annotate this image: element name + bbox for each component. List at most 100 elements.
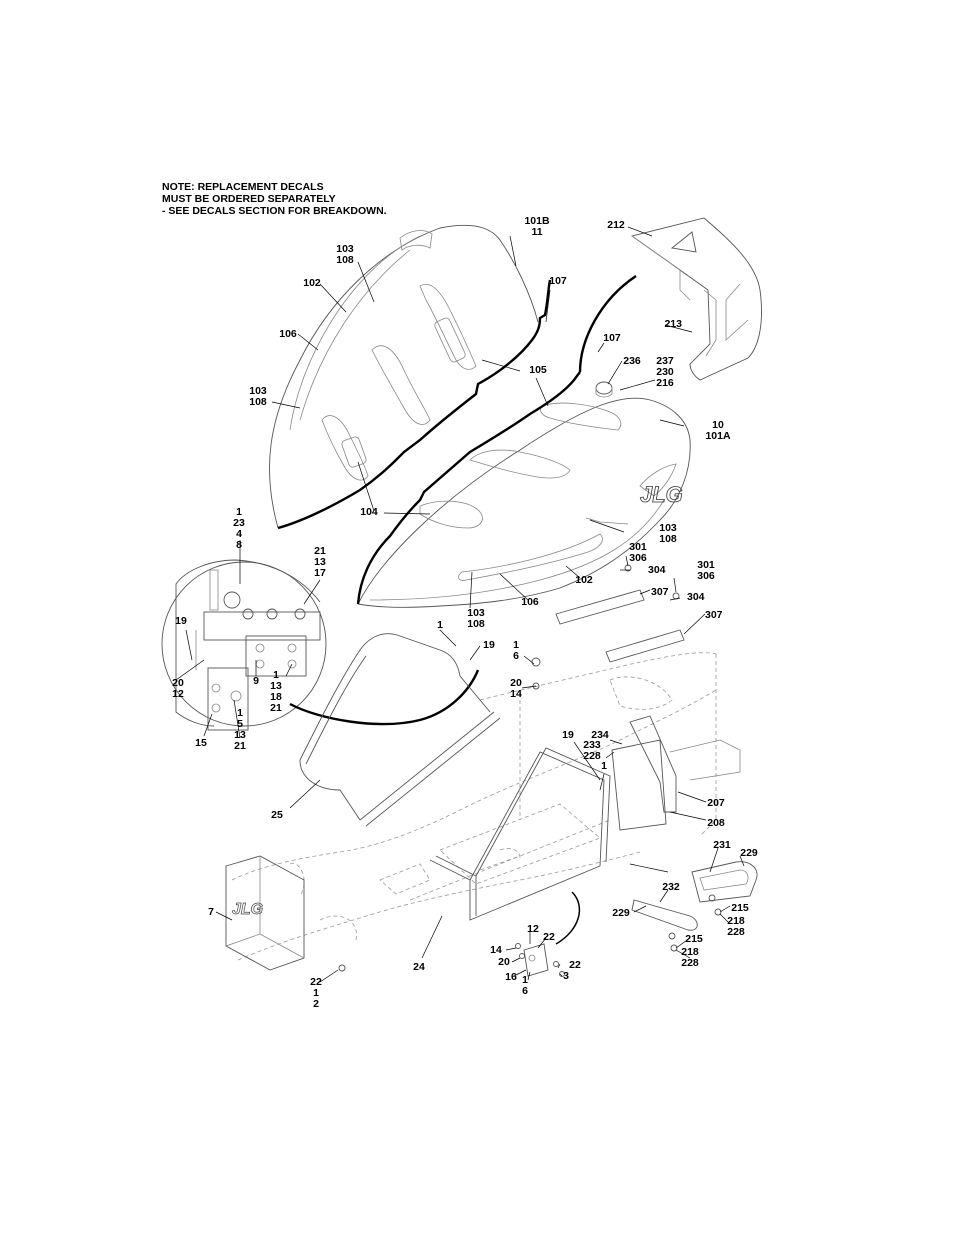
callout-line: 21: [234, 740, 246, 752]
callout-line: 3: [563, 970, 569, 982]
callout-line: 19: [562, 729, 574, 741]
callout-c02: 212: [607, 219, 625, 231]
callout-c38: 19: [562, 729, 574, 741]
callout-c52: 22: [543, 931, 555, 943]
callout-line: 12: [527, 923, 539, 935]
callout-c45: 229: [740, 847, 758, 859]
callout-line: 19: [175, 615, 187, 627]
callout-line: 13: [270, 680, 282, 692]
callout-line: 6: [513, 650, 519, 662]
callout-line: 19: [483, 639, 495, 651]
callout-line: 103: [249, 385, 267, 397]
callout-c57: 24: [413, 961, 425, 973]
callout-line: 15: [195, 737, 207, 749]
callout-line: 301: [697, 559, 715, 571]
callout-line: 20: [510, 677, 522, 689]
callout-line: 12: [172, 688, 184, 700]
bracket-16: [523, 943, 549, 977]
leader-lines: [175, 226, 745, 983]
arrow-chassis: [629, 863, 669, 873]
callout-line: 229: [740, 847, 758, 859]
callout-line: 107: [549, 275, 567, 287]
callout-line: 101A: [705, 430, 731, 442]
callout-line: 22: [543, 931, 555, 943]
callout-line: 22: [569, 959, 581, 971]
callout-c27: 19: [175, 615, 187, 627]
callout-c11: 105: [529, 364, 547, 376]
note-line: - SEE DECALS SECTION FOR BREAKDOWN.: [162, 205, 387, 217]
callout-c23: 307: [651, 586, 669, 598]
callout-line: 1: [273, 669, 279, 681]
guard-rail-25: [299, 633, 501, 827]
replacement-decals-note: NOTE: REPLACEMENT DECALS MUST BE ORDERED…: [162, 181, 387, 217]
callout-line: 8: [236, 539, 242, 551]
callout-c55: 20: [498, 956, 510, 968]
callout-c32: 9: [253, 675, 259, 687]
callout-c19: 304: [648, 564, 666, 576]
callout-line: 11: [531, 226, 542, 238]
callout-line: 103: [467, 607, 485, 619]
callout-line: 228: [727, 926, 745, 938]
callout-line: 304: [687, 591, 705, 603]
callout-line: 20: [498, 956, 510, 968]
callout-line: 1: [437, 619, 443, 631]
detail-leader-curve: [289, 669, 480, 726]
callout-line: 22: [310, 976, 322, 988]
callout-line: 24: [413, 961, 425, 973]
callout-line: 13: [234, 729, 246, 741]
callout-c06: 213: [664, 318, 682, 330]
callout-line: 10: [712, 419, 724, 431]
callout-line: 102: [575, 574, 593, 586]
hood-seal-107: [578, 275, 637, 373]
callout-c04: 102: [303, 277, 321, 289]
callout-line: 1: [513, 639, 519, 651]
callout-c59: 16: [505, 971, 517, 983]
callout-line: 103: [336, 243, 354, 255]
callout-c49: 215: [731, 902, 749, 914]
callout-line: 1: [522, 974, 528, 986]
callout-line: 215: [685, 933, 703, 945]
callout-line: 1: [601, 760, 607, 772]
callout-c05: 107: [549, 275, 567, 287]
callout-line: 20: [172, 677, 184, 689]
callout-c07: 106: [279, 328, 297, 340]
callout-line: 18: [270, 691, 282, 703]
callout-line: 237: [656, 355, 674, 367]
bracket-leader-curve: [555, 891, 581, 945]
callout-c51: 12: [527, 923, 539, 935]
callout-c48: 229: [612, 907, 630, 919]
callout-c20: 102: [575, 574, 593, 586]
callout-line: 108: [467, 618, 485, 630]
callout-line: 4: [236, 528, 242, 540]
callout-c53: 215: [685, 933, 703, 945]
callout-line: 233: [583, 739, 601, 751]
callout-c29: 19: [483, 639, 495, 651]
callout-line: 108: [659, 533, 677, 545]
fasteners: [338, 564, 722, 977]
callout-line: 1: [313, 987, 319, 999]
callout-c28: 1: [437, 619, 443, 631]
callout-line: 1: [237, 707, 243, 719]
callout-line: 105: [529, 364, 547, 376]
callout-line: 307: [705, 609, 723, 621]
callout-line: 21: [270, 702, 282, 714]
callout-line: 21: [314, 545, 326, 557]
callout-c22: 106: [521, 596, 539, 608]
callout-c08: 107: [603, 332, 621, 344]
callout-line: 23: [233, 517, 245, 529]
callout-c09: 236: [623, 355, 641, 367]
callout-line: 216: [656, 377, 674, 389]
callout-line: 16: [505, 971, 517, 983]
callout-line: 17: [314, 567, 326, 579]
callout-line: 304: [648, 564, 666, 576]
callout-line: 14: [490, 944, 502, 956]
callout-line: 14: [510, 688, 522, 700]
